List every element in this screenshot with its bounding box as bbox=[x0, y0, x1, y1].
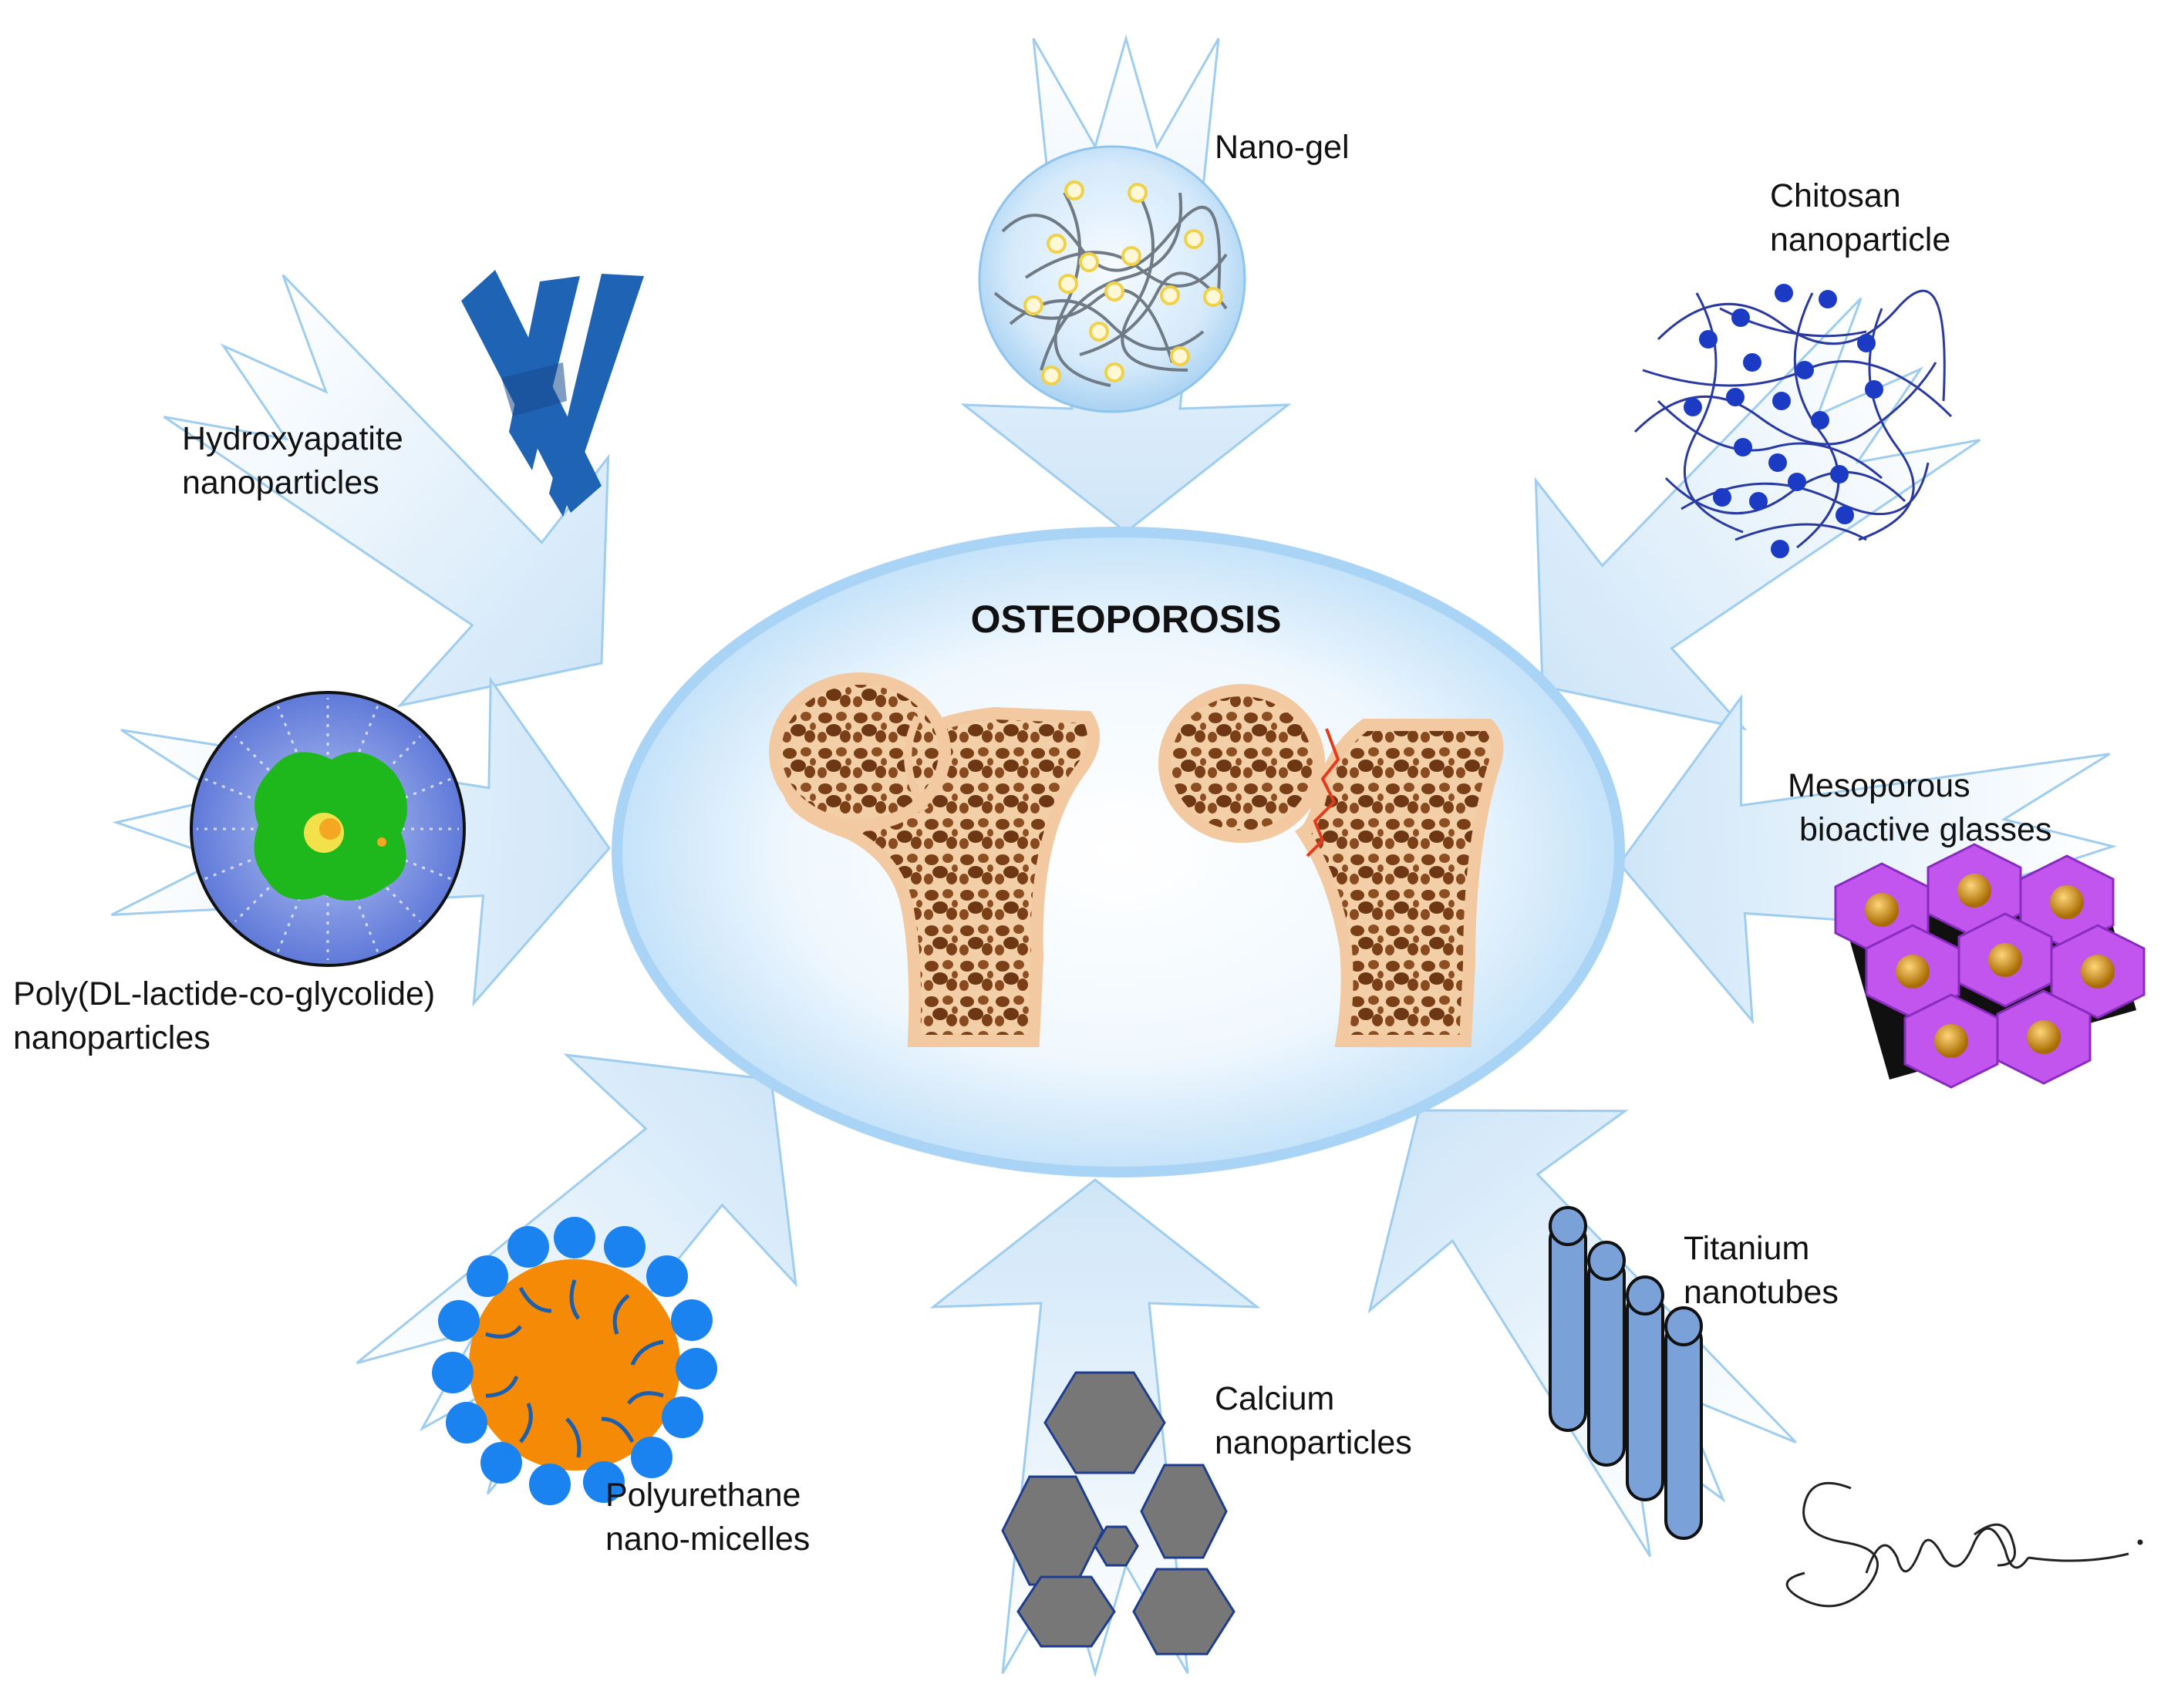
titanium-nanotubes-icon bbox=[1549, 1206, 1703, 1540]
label-mesoporous-line1: Mesoporous bbox=[1788, 767, 1970, 804]
label-polyurethane-line2: nano-micelles bbox=[605, 1521, 810, 1558]
polyurethane-micelle-icon bbox=[432, 1217, 717, 1505]
nanogel-sphere-icon bbox=[978, 145, 1246, 413]
signature bbox=[1785, 1481, 2143, 1608]
label-hydroxyapatite-line1: Hydroxyapatite bbox=[182, 420, 403, 457]
label-plga-line2: nanoparticles bbox=[13, 1019, 211, 1056]
hydroxyapatite-crystal-icon bbox=[461, 270, 644, 517]
calcium-hexagons-icon bbox=[1001, 1371, 1236, 1656]
healthy-femur-icon bbox=[769, 672, 1100, 1047]
plga-particle-icon bbox=[190, 691, 466, 967]
label-mesoporous-line2: bioactive glasses bbox=[1799, 811, 2051, 848]
label-nano-gel: Nano-gel bbox=[1215, 129, 1350, 166]
label-titanium-line1: Titanium bbox=[1684, 1230, 1809, 1267]
label-plga-line1: Poly(DL-lactide-co-glycolide) bbox=[13, 975, 435, 1012]
arrow-from-chitosan bbox=[1534, 297, 1981, 731]
label-titanium-line2: nanotubes bbox=[1684, 1274, 1839, 1311]
label-hydroxyapatite-line2: nanoparticles bbox=[182, 464, 379, 501]
diagram-title: OSTEOPOROSIS bbox=[971, 598, 1282, 641]
arrow-from-mesoporous bbox=[1618, 693, 2118, 1025]
arrow-from-hydroxyapatite bbox=[163, 274, 610, 708]
fractured-femur-icon bbox=[1158, 684, 1504, 1047]
chitosan-network-icon bbox=[1633, 284, 1953, 558]
label-chitosan-line2: nanoparticle bbox=[1770, 221, 1950, 258]
label-polyurethane-line1: Polyurethane bbox=[605, 1477, 801, 1514]
mesoporous-glass-icon bbox=[1834, 843, 2146, 1089]
label-chitosan-line1: Chitosan bbox=[1770, 177, 1901, 214]
label-calcium-line2: nanoparticles bbox=[1215, 1424, 1412, 1461]
label-calcium-line1: Calcium bbox=[1215, 1380, 1334, 1417]
